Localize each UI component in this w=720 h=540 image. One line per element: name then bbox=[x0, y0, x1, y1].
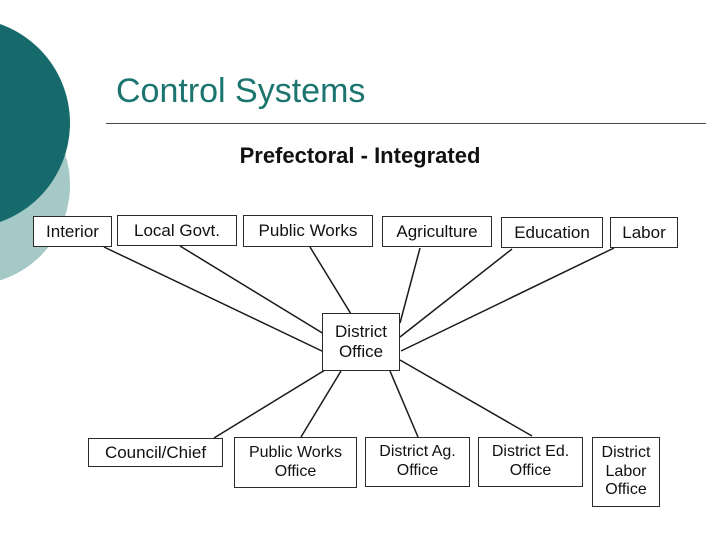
connector-localgovt-district bbox=[179, 245, 325, 335]
connector-labor-district bbox=[400, 247, 615, 352]
node-public-works: Public Works bbox=[243, 215, 373, 247]
connector-interior-district bbox=[103, 246, 325, 353]
node-council-chief: Council/Chief bbox=[88, 438, 223, 467]
slide-subtitle: Prefectoral - Integrated bbox=[239, 143, 481, 168]
node-local-govt: Local Govt. bbox=[117, 215, 237, 246]
node-public-works-office: Public Works Office bbox=[234, 437, 357, 488]
connector-district-council bbox=[213, 369, 326, 439]
node-district-ed-office: District Ed. Office bbox=[478, 437, 583, 487]
node-district-ag-office: District Ag. Office bbox=[365, 437, 470, 487]
connector-publicworks-district bbox=[309, 246, 352, 315]
node-district-labor-office: District Labor Office bbox=[592, 437, 660, 507]
node-labor: Labor bbox=[610, 217, 678, 248]
title-underline bbox=[106, 123, 706, 124]
node-interior: Interior bbox=[33, 216, 112, 247]
node-agriculture: Agriculture bbox=[382, 216, 492, 247]
node-district-office: District Office bbox=[322, 313, 400, 371]
connector-agriculture-district bbox=[399, 247, 421, 324]
node-education: Education bbox=[501, 217, 603, 248]
slide-title: Control Systems bbox=[116, 72, 366, 110]
connector-district-agoffice bbox=[389, 370, 419, 438]
connector-education-district bbox=[399, 248, 513, 338]
connector-district-pwoffice bbox=[300, 370, 342, 438]
connector-district-edoffice bbox=[399, 359, 533, 437]
